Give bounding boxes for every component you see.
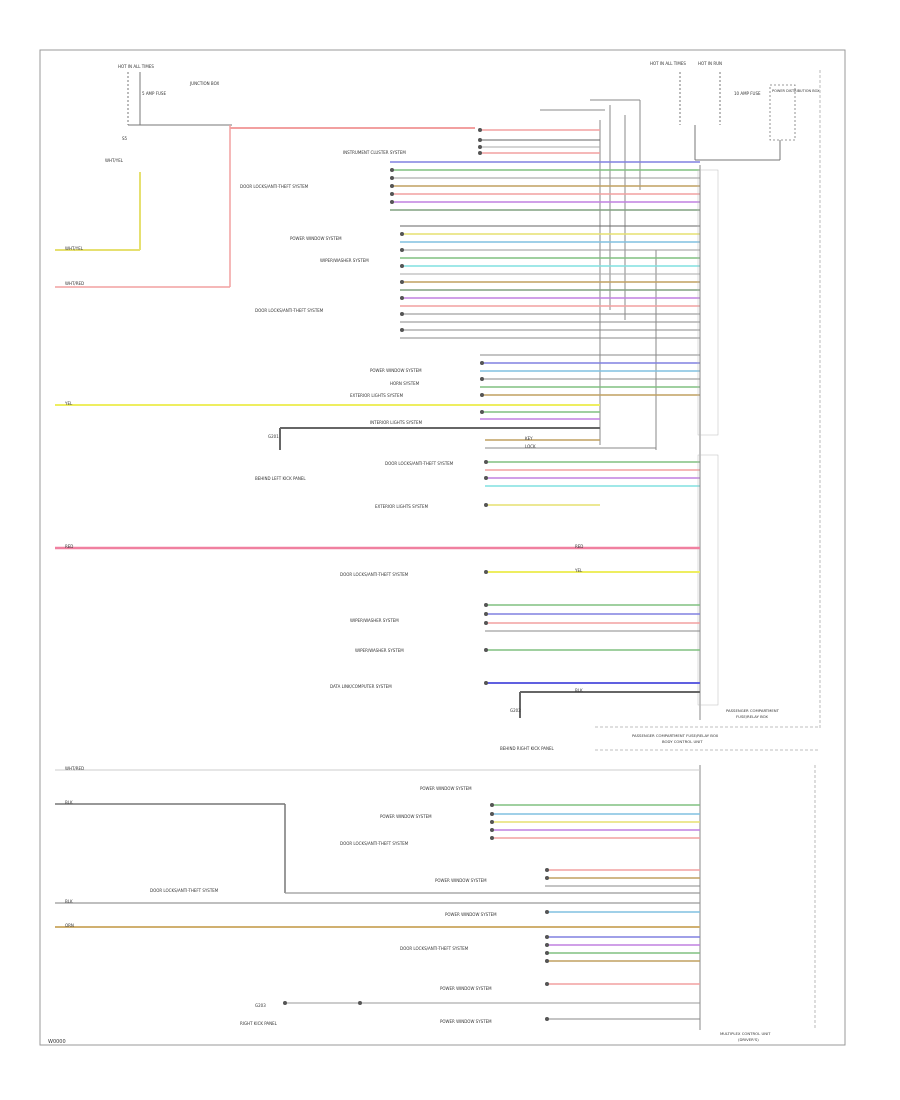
- system-power-windows-4: POWER WINDOW SYSTEM: [380, 814, 432, 819]
- ground-upper-sub: BEHIND LEFT KICK PANEL: [255, 476, 306, 481]
- system-instrument: INSTRUMENT CLUSTER SYSTEM: [343, 150, 406, 155]
- system-door-locks-1: DOOR LOCKS/ANTI-THEFT SYSTEM: [240, 184, 309, 189]
- left-wire-g: BLK: [65, 899, 73, 904]
- module3-sub: (DRIVER'S): [738, 1037, 759, 1042]
- left-wire-c: YEL: [64, 401, 73, 406]
- top-left-wire-label: WHT/YEL: [105, 158, 124, 163]
- system-data-link: DATA LINK/COMPUTER SYSTEM: [330, 684, 392, 689]
- system-door-locks-2: DOOR LOCKS/ANTI-THEFT SYSTEM: [255, 308, 324, 313]
- system-power-windows-8: POWER WINDOW SYSTEM: [440, 1019, 492, 1024]
- system-horn: HORN SYSTEM: [390, 381, 420, 386]
- system-power-windows-5: POWER WINDOW SYSTEM: [435, 878, 487, 883]
- system-power-windows-6: POWER WINDOW SYSTEM: [445, 912, 497, 917]
- mid-blk-label: BLK: [575, 688, 583, 693]
- system-door-locks-3: DOOR LOCKS/ANTI-THEFT SYSTEM: [385, 461, 454, 466]
- module2-boundary: PASSENGER COMPARTMENT FUSE/RELAY BOX BOD…: [595, 726, 820, 1030]
- module2-title: PASSENGER COMPARTMENT FUSE/RELAY BOX: [632, 733, 719, 738]
- system-wipers-3: WIPER/WASHER SYSTEM: [355, 648, 404, 653]
- system-power-windows-2: POWER WINDOW SYSTEM: [370, 368, 422, 373]
- system-exterior-lights-1: EXTERIOR LIGHTS SYSTEM: [350, 393, 404, 398]
- system-power-windows-7: POWER WINDOW SYSTEM: [440, 986, 492, 991]
- left-wire-h: ORN: [65, 923, 74, 928]
- top-right-fuse-block: HOT IN ALL TIMES HOT IN RUN 10 AMP FUSE …: [650, 61, 821, 730]
- ground-mid-label: G202: [510, 708, 521, 713]
- module2-sub: BODY CONTROL UNIT: [662, 739, 703, 744]
- left-wire-b: WHT/RED: [65, 281, 84, 286]
- system-exterior-lights-2: EXTERIOR LIGHTS SYSTEM: [375, 504, 429, 509]
- left-wire-a: WHT/YEL: [65, 246, 84, 251]
- ground-upper-label: G201: [268, 434, 279, 439]
- splice-label: S5: [122, 136, 128, 141]
- ground-lower-sub: RIGHT KICK PANEL: [240, 1021, 278, 1026]
- power-distribution-box: [769, 84, 796, 141]
- system-power-windows-3: POWER WINDOW SYSTEM: [420, 786, 472, 791]
- top-left-fuse-label: HOT IN ALL TIMES: [118, 64, 154, 69]
- module1-sub: FUSE/RELAY BOX: [736, 714, 768, 719]
- system-door-locks-7: DOOR LOCKS/ANTI-THEFT SYSTEM: [400, 946, 469, 951]
- module3-title: MULTIPLEX CONTROL UNIT: [720, 1031, 771, 1036]
- connector-dots: [283, 128, 549, 1021]
- system-interior-lights: INTERIOR LIGHTS SYSTEM: [370, 420, 423, 425]
- system-door-locks-6: DOOR LOCKS/ANTI-THEFT SYSTEM: [150, 888, 219, 893]
- middle-harness: RED RED DOOR LOCKS/ANTI-THEFT SYSTEM YEL…: [55, 544, 700, 751]
- lower-harness: WHT/RED POWER WINDOW SYSTEM BLK POWER WI…: [55, 766, 771, 1042]
- top-left-fuse-sub: 5 AMP FUSE: [142, 91, 166, 96]
- mid-red-label: RED: [575, 544, 583, 549]
- upper-harness: INSTRUMENT CLUSTER SYSTEM DOOR LOCKS/ANT…: [55, 99, 700, 509]
- top-right-fuse1: HOT IN ALL TIMES: [650, 61, 686, 66]
- junction-box-label: JUNCTION BOX: [189, 81, 219, 86]
- mid-yel-label: YEL: [574, 568, 583, 573]
- top-right-fuse-sub: 10 AMP FUSE: [734, 91, 761, 96]
- diagram-code: W0000: [48, 1039, 66, 1045]
- module1-title: PASSENGER COMPARTMENT: [726, 708, 780, 713]
- system-door-locks-4: DOOR LOCKS/ANTI-THEFT SYSTEM: [340, 572, 409, 577]
- system-power-windows-1: POWER WINDOW SYSTEM: [290, 236, 342, 241]
- top-right-fuse2: HOT IN RUN: [698, 61, 722, 66]
- system-door-locks-5: DOOR LOCKS/ANTI-THEFT SYSTEM: [340, 841, 409, 846]
- system-wipers-1: WIPER/WASHER SYSTEM: [320, 258, 369, 263]
- ground-mid-sub: BEHIND RIGHT KICK PANEL: [500, 746, 554, 751]
- left-wire-e: WHT/RED: [65, 766, 84, 771]
- left-wire-f: BLK: [65, 800, 73, 805]
- diagram-border: [39, 49, 846, 1046]
- left-wire-d: RED: [65, 544, 73, 549]
- system-wipers-2: WIPER/WASHER SYSTEM: [350, 618, 399, 623]
- top-left-fuse-block: HOT IN ALL TIMES 5 AMP FUSE JUNCTION BOX…: [55, 64, 475, 288]
- mid-lock-label: LOCK: [525, 444, 536, 449]
- power-distribution-label: POWER DISTRIBUTION BOX: [772, 89, 820, 93]
- mid-key-label: KEY: [525, 436, 533, 441]
- ground-lower-label: G203: [255, 1003, 266, 1008]
- module1-connector: PASSENGER COMPARTMENT FUSE/RELAY BOX: [697, 165, 780, 720]
